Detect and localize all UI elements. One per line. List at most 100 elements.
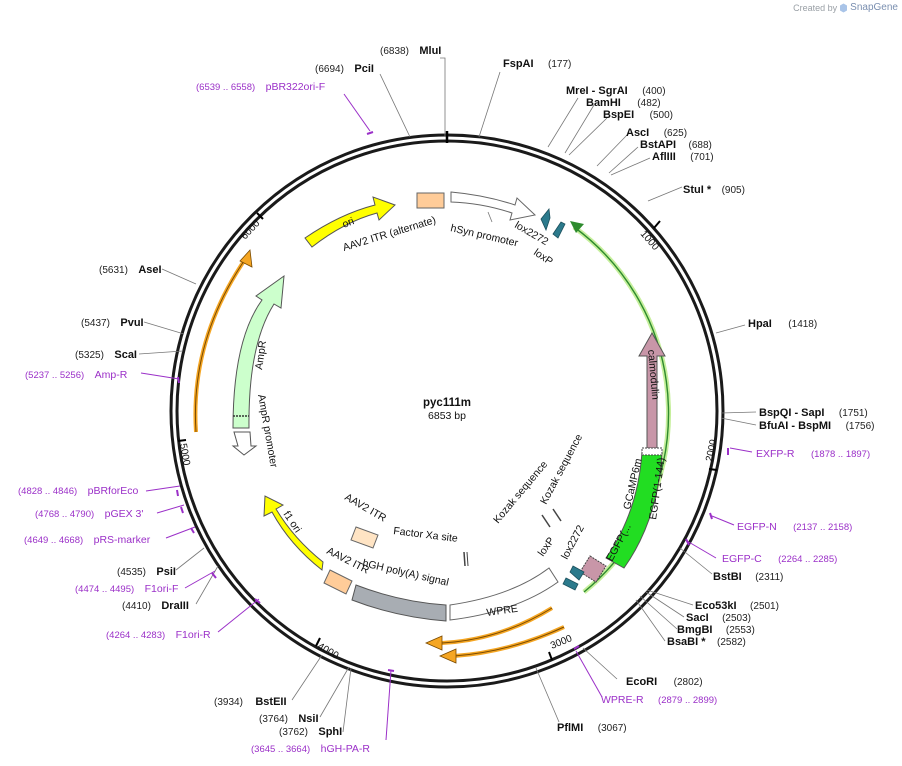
loxp-top-feature[interactable]	[552, 221, 566, 239]
enzyme-label-nsii: (3764) NsiI	[259, 709, 319, 726]
loxp-bottom-feature[interactable]	[562, 577, 579, 591]
primer-ticks	[176, 131, 729, 672]
f1-ori-feature[interactable]	[263, 495, 324, 571]
factor-xa-label: Factor Xa site	[393, 525, 459, 545]
primer-label-pbr322ori-f: (6539 .. 6558) pBR322ori-F	[196, 77, 325, 94]
ori-label: ori	[341, 215, 356, 230]
enzyme-label-saci: SacI (2503)	[686, 608, 751, 625]
hsyn-promoter-feature[interactable]	[450, 191, 537, 221]
enzyme-label-fspai: FspAI (177)	[503, 54, 571, 71]
orf-1-outline	[441, 607, 553, 644]
enzyme-label-scai: (5325) ScaI	[75, 345, 137, 362]
enzyme-label-eco53ki: Eco53kI (2501)	[695, 596, 779, 613]
svg-text:6000: 6000	[239, 218, 263, 242]
primer-label-f1ori-r: (4264 .. 4283) F1ori-R	[106, 625, 211, 642]
enzyme-label-bspqi-sapi: BspQI - SapI (1751)	[759, 403, 868, 420]
orf-left-head	[239, 249, 253, 268]
orf-2-outline	[453, 626, 565, 657]
hsyn-leader	[487, 211, 493, 223]
ampr-promoter-label: AmpR promoter	[255, 393, 280, 469]
credit-prefix: Created by	[793, 2, 838, 13]
enzyme-label-bmgbi: BmgBI (2553)	[677, 620, 755, 637]
svg-text:3000: 3000	[549, 633, 574, 652]
kozak-1-feature[interactable]	[541, 514, 551, 528]
kozak-2-feature[interactable]	[552, 508, 562, 522]
svg-text:2000: 2000	[704, 438, 719, 462]
loxp-bottom-label: loxP	[536, 535, 558, 559]
plasmid-size: 6853 bp	[428, 410, 466, 422]
credit-brand: SnapGene	[850, 2, 898, 13]
primer-label-pgex3: (4768 .. 4790) pGEX 3'	[35, 504, 143, 521]
linker-bottom-feature[interactable]	[579, 555, 607, 583]
loxp-top-label: loxP	[531, 247, 555, 268]
primer-label-pbrforeco: (4828 .. 4846) pBRforEco	[18, 481, 139, 498]
tick-5000: 5000	[177, 439, 192, 467]
enzyme-label-asci: AscI (625)	[626, 123, 687, 140]
lox2272-bottom-label: lox2272	[559, 523, 587, 561]
primer-label-egfp-c: EGFP-C (2264 .. 2285)	[722, 549, 837, 566]
enzyme-label-bstapi: BstAPI (688)	[640, 135, 712, 152]
hgh-polya-label: hGH poly(A) signal	[361, 557, 450, 589]
hgh-polya-feature[interactable]	[351, 584, 447, 622]
enzyme-leaders	[138, 57, 757, 733]
primer-label-amp-r: (5237 .. 5256) Amp-R	[25, 365, 128, 382]
primer-label-egfp-n: EGFP-N (2137 .. 2158)	[737, 517, 852, 534]
hsyn-label: hSyn promoter	[449, 222, 519, 249]
enzyme-label-pvui: (5437) PvuI	[81, 313, 144, 330]
enzyme-label-mlui: (6838) MluI	[380, 41, 441, 58]
orf-left-outline	[194, 257, 247, 433]
tick-2000: 2000	[704, 438, 720, 471]
enzyme-label-asei: (5631) AseI	[99, 260, 162, 277]
enzyme-label-pflmi: PflMI (3067)	[557, 718, 627, 735]
snapgene-logo-icon	[840, 3, 848, 12]
egfp-1-144-feature[interactable]	[605, 451, 663, 569]
gcamp-selection-head	[570, 221, 584, 233]
enzyme-label-bfuai-bspmi: BfuAI - BspMI (1756)	[759, 416, 874, 433]
factor-xa-feature-2	[466, 551, 469, 567]
enzyme-label-sphi: (3762) SphI	[279, 722, 342, 739]
enzyme-label-hpai: HpaI (1418)	[748, 314, 817, 331]
ampr-feature[interactable]	[232, 274, 285, 429]
primer-label-hgh-pa-r: (3645 .. 3664) hGH-PA-R	[251, 739, 370, 756]
aav2-itr-1-feature[interactable]	[350, 526, 379, 549]
orf-2-head	[439, 648, 457, 664]
primer-leaders	[140, 93, 753, 741]
svg-text:5000: 5000	[177, 443, 192, 467]
lox2272-bottom-feature[interactable]	[569, 565, 585, 581]
enzyme-label-afliii: AflIII (701)	[652, 147, 714, 164]
primer-label-exfp-r: EXFP-R (1878 .. 1897)	[756, 444, 870, 461]
primer-label-f1ori-f: (4474 .. 4495) F1ori-F	[75, 579, 178, 596]
enzyme-label-pcii: (6694) PciI	[315, 59, 374, 76]
kozak-1-label: Kozak sequence	[491, 459, 550, 526]
primer-label-prs-marker: (4649 .. 4668) pRS-marker	[24, 530, 151, 547]
enzyme-label-bsabi: BsaBI * (2582)	[667, 632, 746, 649]
enzyme-label-bspei: BspEI (500)	[603, 105, 673, 122]
aav2-itr-alt-feature[interactable]	[416, 192, 445, 209]
wpre-label: WPRE	[486, 603, 519, 619]
enzyme-label-mrei-sgrai: MreI - SgrAI (400)	[566, 81, 666, 98]
orf-1-head	[425, 635, 443, 651]
enzyme-label-psii: (4535) PsiI	[117, 562, 176, 579]
ori-feature[interactable]	[304, 196, 396, 248]
enzyme-label-bstbi: BstBI (2311)	[713, 567, 783, 584]
plasmid-name: pyc111m	[423, 397, 471, 409]
wpre-feature[interactable]	[449, 567, 559, 621]
ampr-label: AmpR	[253, 339, 269, 370]
ampr-promoter-feature[interactable]	[231, 431, 258, 456]
enzyme-label-stui: StuI * (905)	[683, 180, 745, 197]
calmodulin-feature[interactable]	[638, 331, 666, 449]
enzyme-label-ecori: EcoRI (2802)	[626, 672, 703, 689]
factor-xa-feature[interactable]	[463, 551, 466, 567]
linker-top-feature[interactable]	[641, 447, 663, 456]
enzyme-label-bamhi: BamHI (482)	[586, 93, 661, 110]
aav2-itr-2-feature[interactable]	[323, 569, 353, 595]
enzyme-label-draiii: (4410) DraIII	[122, 596, 189, 613]
calmodulin-label: calmodulin	[645, 349, 661, 400]
aav2-itr-1-label: AAV2 ITR	[343, 491, 389, 525]
enzyme-label-bsteii: (3934) BstEII	[214, 692, 287, 709]
snapgene-credit: Created by SnapGene	[793, 2, 898, 13]
primer-label-wpre-r: WPRE-R (2879 .. 2899)	[601, 690, 717, 707]
tick-1000: 1000	[638, 220, 661, 253]
lox2272-top-feature[interactable]	[540, 207, 551, 232]
